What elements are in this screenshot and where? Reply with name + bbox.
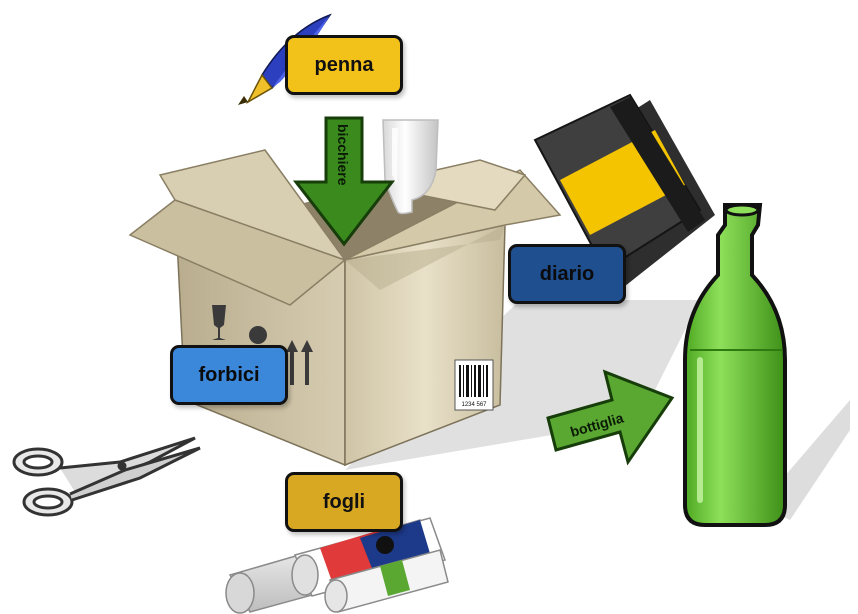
bottiglia-arrow <box>546 369 675 466</box>
notebook-icon <box>533 93 715 290</box>
forbici-label: forbici <box>170 345 288 405</box>
bicchiere-arrow <box>292 116 396 247</box>
bottle-icon <box>683 203 787 527</box>
fogli-label: fogli <box>285 472 403 532</box>
penna-label: penna <box>285 35 403 95</box>
wine-glass-icon <box>382 119 439 215</box>
handling-symbols-icon <box>212 305 313 385</box>
barcode-icon: 1234 567 <box>454 359 494 411</box>
paper-rolls-icon <box>225 517 449 614</box>
diario-label: diario <box>508 244 626 304</box>
scissors-icon <box>12 436 201 517</box>
bicchiere-label: bicchiere <box>335 124 351 186</box>
barcode-number: 1234 567 <box>461 402 487 408</box>
